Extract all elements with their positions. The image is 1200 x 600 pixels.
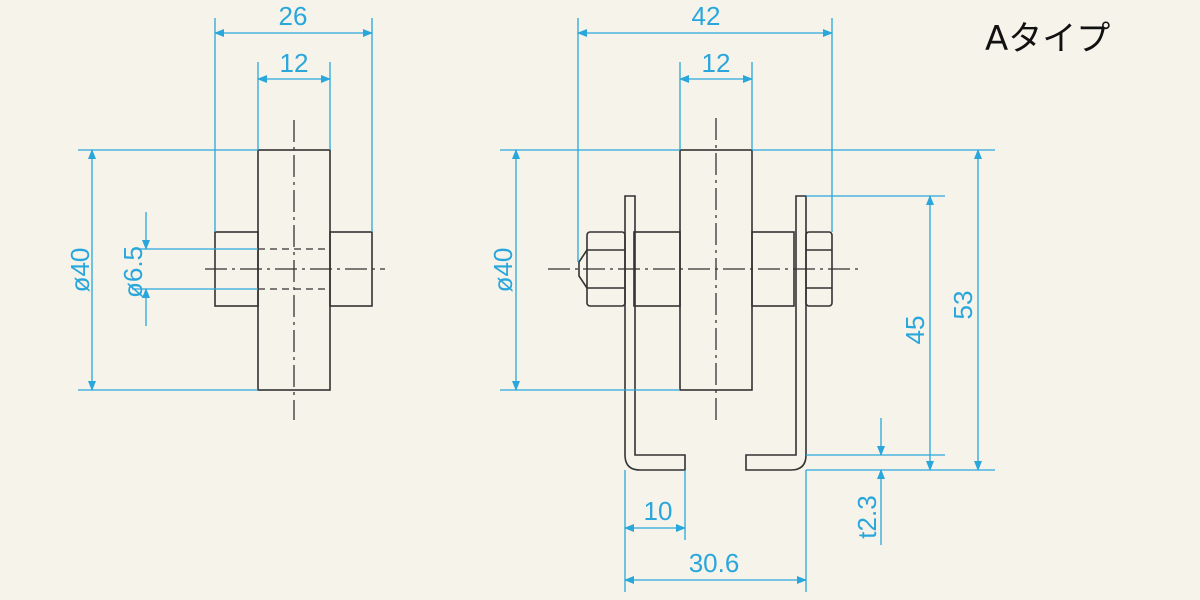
side-view (205, 120, 385, 420)
dim-front-foot-span: 30.6 (689, 548, 740, 578)
dim-side-axle-diameter: ø6.5 (118, 246, 148, 298)
front-right-bracket (745, 195, 807, 471)
side-view-dimensions: 26 12 ø40 ø6.5 (65, 1, 373, 391)
front-view (548, 118, 862, 471)
dim-front-overall-width: 42 (692, 1, 721, 31)
dim-side-wheel-diameter: ø40 (65, 248, 95, 293)
front-view-dimensions: 42 12 ø40 53 45 t2.3 10 30.6 (488, 1, 995, 592)
dim-front-thickness: t2.3 (852, 495, 882, 538)
dim-front-foot-length: 10 (644, 496, 673, 526)
dim-front-height-45: 45 (900, 316, 930, 345)
dim-side-wheel-width: 12 (280, 48, 309, 78)
dim-front-height-53: 53 (948, 291, 978, 320)
dim-front-wheel-width: 12 (702, 48, 731, 78)
drawing-title: Aタイプ (985, 19, 1110, 59)
front-left-bracket (624, 195, 686, 471)
dim-front-wheel-diameter: ø40 (488, 248, 518, 293)
dim-side-overall-width: 26 (279, 1, 308, 31)
